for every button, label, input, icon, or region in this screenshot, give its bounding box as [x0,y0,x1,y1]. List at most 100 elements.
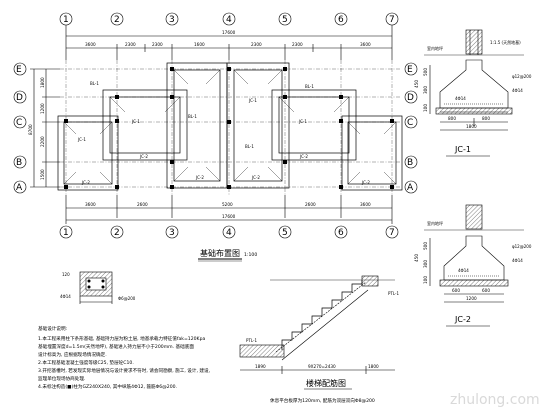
top-axis-3: 3 [169,15,175,25]
jc2-note-main: 4Φ14 [512,258,523,263]
top-axis-7: 7 [389,15,395,25]
notes-line-7: 4.未标注构造(■)柱为GZ240X240, 其中纵筋4Φ12, 箍筋Φ6@20… [38,383,177,390]
right-axis-A: A [407,183,414,193]
beam-label-2: BL-1 [305,84,314,89]
notes-title: 基础设计说明: [38,325,68,332]
beam-label-4: BL-1 [245,144,254,149]
bottom-axis-3: 3 [169,228,175,238]
jc-label-2: JC-1 [131,119,140,124]
left-dim-2: 1200 [40,103,45,114]
bottom-dim-3: 5200 [222,202,233,207]
jc1-dim-1: 800 [448,116,456,121]
jc2-note-bot: 4Φ14 [458,268,469,273]
bottom-dim-5: 3600 [360,202,371,207]
jc1-note-bot: 4Φ14 [455,96,466,101]
top-overall-dim: 17600 [222,30,236,35]
jc1-dim-5: 300 [423,86,428,94]
jc-label-6: JC-2 [139,154,148,159]
stair-footer: 休息平台板厚为120mm, 配筋为双层双向Φ8@200 [270,397,375,404]
jc2-dim-5: 300 [423,260,428,268]
jc-label-4: JC-1 [298,119,307,124]
watermark: zhulong.com [450,392,540,408]
jc1-note-soil: 1:1.5 (天然地基) [490,39,521,45]
top-dim-5: 2300 [251,42,262,47]
bottom-dim-1: 3600 [85,202,96,207]
stair-title: 楼梯配筋图 [306,378,346,388]
plan-scale: 1:100 [244,252,257,258]
bottom-axis-4: 4 [226,228,232,238]
bottom-axis-7: 7 [389,228,395,238]
beam-label-1: BL-1 [90,81,99,86]
jc1-note-main: 4Φ14 [512,88,523,93]
jc-label-3: JC-1 [248,98,257,103]
top-axis-2: 2 [114,15,120,25]
left-overall-dim: 8700 [28,124,33,135]
jc-label-8: JC-2 [251,175,260,180]
top-dim-7: 3600 [360,42,371,47]
stair-detail: PTL-1 PTL-1 1800 9X270=2430 1890 楼梯配筋图 休… [239,275,399,404]
notes-line-5: 3.开挖基槽时, 若发现实际地层情况与设计要求不符时, 请会同勘察, 施工, 设… [38,367,211,374]
left-dim-4: 1500 [40,169,45,180]
right-axis-C: C [407,118,413,128]
top-dim-1: 3600 [85,42,96,47]
jc-label-10: JC-2 [361,180,370,185]
jc1-note-floor: 室内地坪 [427,45,443,51]
jc2-note-floor: 室内地坪 [427,220,443,226]
top-dim-3: 2300 [152,42,163,47]
notes-line-2: 基础埋置深度d=1.5m(天然地坪), 基础进入持力层不小于200mm. 基础底… [38,343,194,350]
jc1-dim-3: 1800 [466,124,477,129]
top-dim-4: 1600 [194,42,205,47]
bottom-axis-1: 1 [63,228,69,238]
stair-dim-2: 9X270=2430 [308,364,336,369]
left-axis-C: C [16,118,22,128]
right-axis-D: D [407,93,414,103]
stair-dim-3: 1890 [255,364,266,369]
left-axis-A: A [16,183,23,193]
left-axis-E: E [16,65,22,75]
plan-title: 基础布置图 [200,248,240,258]
foundation-plan: 1 2 3 4 5 6 7 17600 3600 2300 2300 1600 … [13,12,418,262]
jc-label-9: JC-2 [299,154,308,159]
top-axis-5: 5 [282,15,288,25]
jc1-section: 室内地坪 1:1.5 (天然地基) φ12@200 4Φ14 4Φ14 800 … [414,29,532,157]
right-axis-B: B [407,158,413,168]
bottom-axis-5: 5 [282,228,288,238]
bottom-dim-4: 2600 [305,202,316,207]
jc1-title: JC-1 [454,145,471,154]
jc1-dim-7: 100 [423,104,428,112]
gz-note-1: 4Φ14 [60,294,71,299]
ptl-label-2: PTL-1 [246,338,257,343]
gz-detail: 120 4Φ14 Φ6@200 [60,271,136,304]
left-axis-D: D [16,93,23,103]
beam-label-3: BL-1 [188,114,197,119]
stair-dim-1: 1800 [368,364,379,369]
left-dim-1: 1800 [40,77,45,88]
bottom-axis-2: 2 [114,228,120,238]
jc2-title: JC-2 [454,315,471,324]
jc2-dim-3: 1200 [466,296,477,301]
jc-label-5: JC-2 [81,180,90,185]
jc2-dim-1: 600 [452,288,460,293]
top-dim-6: 2300 [292,42,303,47]
bottom-axis-6: 6 [338,228,344,238]
right-axis-E: E [407,65,413,75]
jc-label-7: JC-2 [195,175,204,180]
ptl-label-1: PTL-1 [388,291,399,296]
bottom-dim-2: 2600 [137,202,148,207]
top-axis-4: 4 [226,15,232,25]
jc1-dim-2: 800 [482,116,490,121]
notes-line-4: 2.本工程基础混凝土强度等级C25, 垫层砼C10. [38,359,134,366]
gz-label: 120 [62,272,70,277]
left-dim-3: 2200 [40,136,45,147]
top-axis-6: 6 [338,15,344,25]
top-axis-1: 1 [63,15,69,25]
jc-label-1: JC-1 [77,137,86,142]
bottom-overall-dim: 17600 [222,214,236,219]
notes-line-6: 监理单位现场协商处理. [38,375,85,382]
jc2-dim-6: 450 [414,254,419,262]
jc1-dim-6: 450 [414,80,419,88]
design-notes: 基础设计说明: 1.本工程采用柱下条形基础, 基础持力层为粉土层, 地基承载力特… [38,325,211,390]
jc2-dim-2: 600 [482,288,490,293]
jc2-dim-4: 500 [423,242,428,250]
